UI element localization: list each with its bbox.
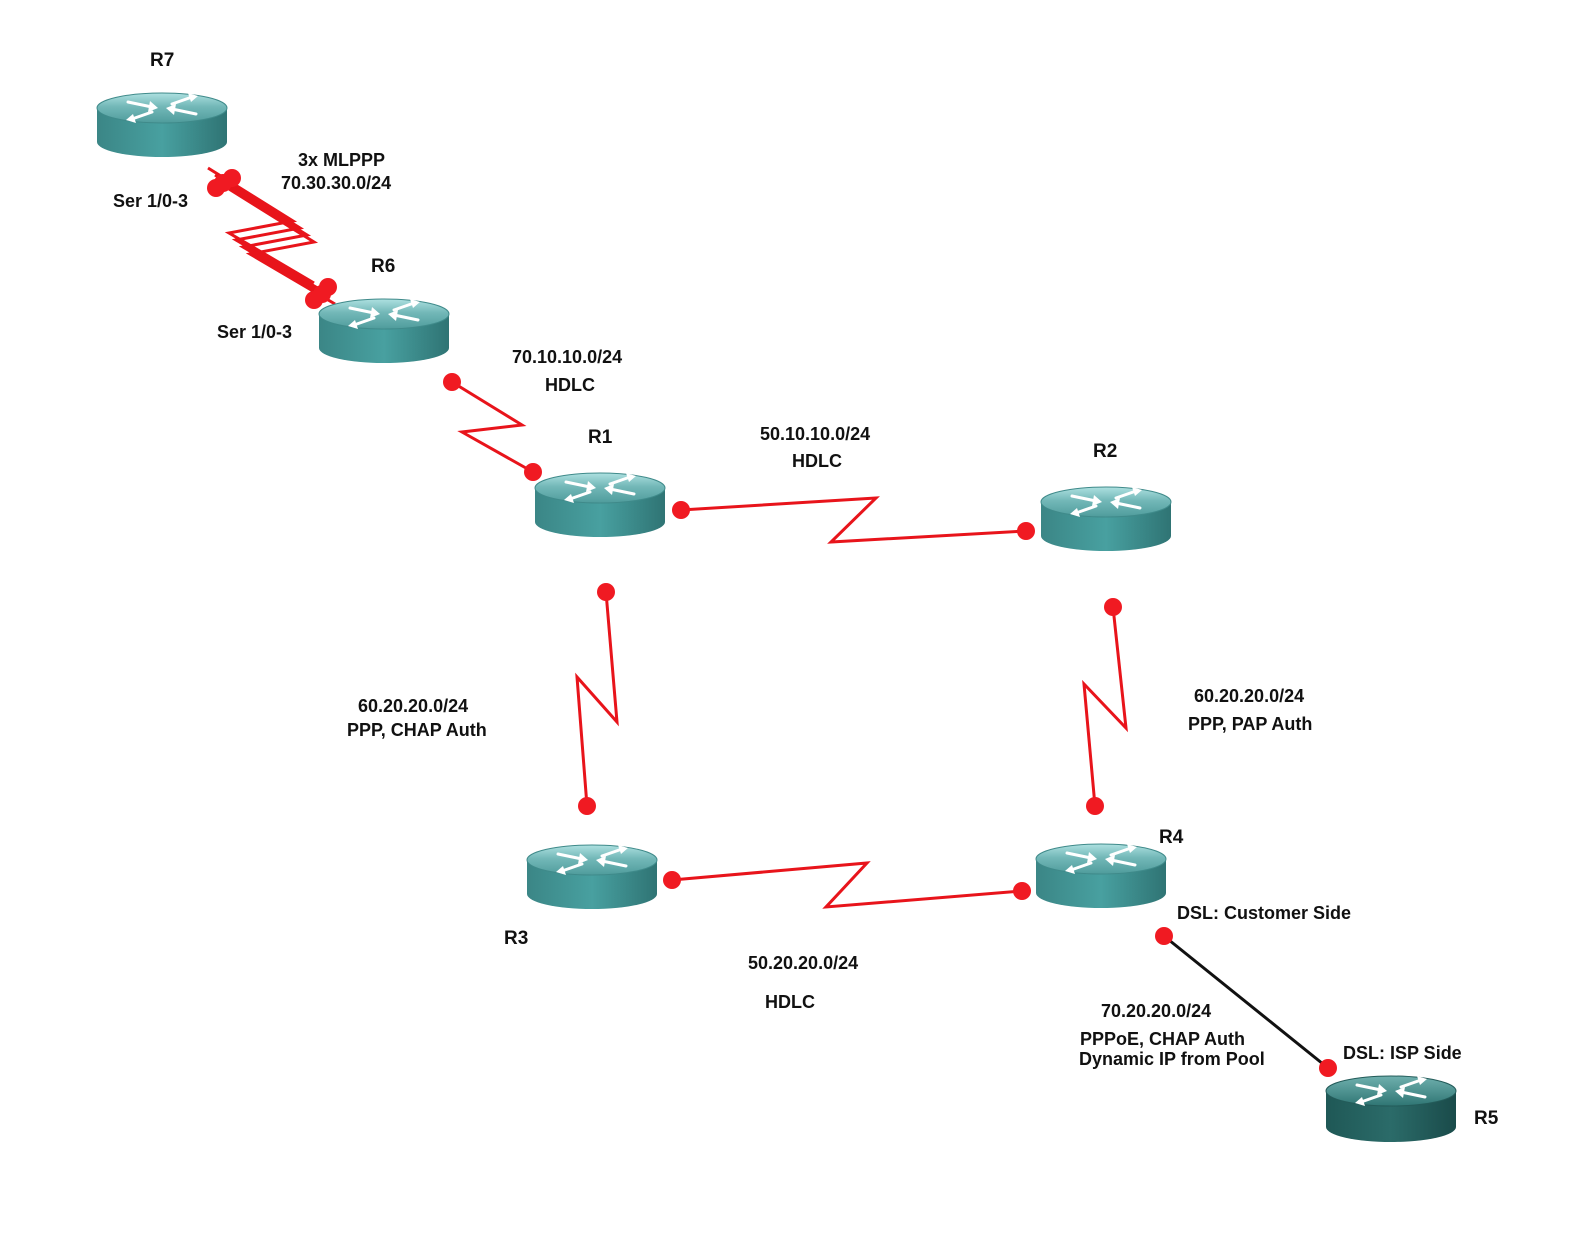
- router-icon: [1034, 842, 1168, 910]
- endpoints-layer: [207, 169, 1337, 1077]
- link-network-r2-r4: 60.20.20.0/24: [1194, 686, 1304, 706]
- interface-label-r6: Ser 1/0-3: [217, 322, 292, 342]
- endpoint-dot: [578, 797, 596, 815]
- router-r2[interactable]: [1039, 485, 1173, 553]
- link-r1-r2[interactable]: [680, 496, 1027, 544]
- endpoint-dot: [1104, 598, 1122, 616]
- routers-layer: [95, 91, 1458, 1144]
- router-label-r7: R7: [150, 50, 174, 71]
- router-label-r2: R2: [1093, 441, 1117, 462]
- link-protocol-r6-r1: HDLC: [545, 375, 595, 395]
- endpoint-dot: [223, 169, 241, 187]
- router-r5[interactable]: [1324, 1074, 1458, 1144]
- dsl-isp-side-label: DSL: ISP Side: [1343, 1043, 1462, 1063]
- link-network-r1-r2: 50.10.10.0/24: [760, 424, 870, 444]
- link-r3-r4[interactable]: [671, 861, 1023, 909]
- link-r4-r5[interactable]: [1163, 934, 1329, 1070]
- router-icon: [317, 297, 451, 365]
- endpoint-dot: [319, 278, 337, 296]
- link-r7-r6[interactable]: [207, 166, 336, 306]
- router-icon: [1324, 1074, 1458, 1144]
- router-label-r1: R1: [588, 427, 613, 448]
- endpoint-dot: [1086, 797, 1104, 815]
- router-icon: [533, 471, 667, 539]
- link-network-r3-r4: 50.20.20.0/24: [748, 953, 858, 973]
- router-label-r4: R4: [1159, 827, 1184, 848]
- link-protocol-r3-r4: HDLC: [765, 992, 815, 1012]
- endpoint-dot: [597, 583, 615, 601]
- link-network-r7-r6: 70.30.30.0/24: [281, 173, 391, 193]
- interface-label-r7: Ser 1/0-3: [113, 191, 188, 211]
- dsl-customer-side-label: DSL: Customer Side: [1177, 903, 1351, 923]
- link-r6-r1[interactable]: [451, 380, 534, 474]
- link-network-r4-r5: 70.20.20.0/24: [1101, 1001, 1211, 1021]
- router-label-r5: R5: [1474, 1108, 1499, 1129]
- router-r4[interactable]: [1034, 842, 1168, 910]
- router-label-r6: R6: [371, 256, 395, 277]
- router-icon: [1039, 485, 1173, 553]
- router-icon: [95, 91, 229, 159]
- endpoint-dot: [524, 463, 542, 481]
- link-r2-r4[interactable]: [1082, 606, 1128, 807]
- router-r7[interactable]: [95, 91, 229, 159]
- router-label-r3: R3: [504, 928, 528, 949]
- link-protocol-r2-r4: PPP, PAP Auth: [1188, 714, 1312, 734]
- link-network-r1-r3: 60.20.20.0/24: [358, 696, 468, 716]
- endpoint-dot: [1155, 927, 1173, 945]
- endpoint-dot: [1319, 1059, 1337, 1077]
- link-network-r6-r1: 70.10.10.0/24: [512, 347, 622, 367]
- link-labels: 3x MLPPP 70.30.30.0/24 Ser 1/0-3 Ser 1/0…: [113, 150, 1462, 1069]
- endpoint-dot: [672, 501, 690, 519]
- link-protocol-r4-r5: PPPoE, CHAP Auth: [1080, 1029, 1245, 1049]
- router-labels: R7 R6 R1 R2 R3 R4 R5: [150, 50, 1499, 1129]
- link-note-r4-r5: Dynamic IP from Pool: [1079, 1049, 1265, 1069]
- router-icon: [525, 843, 659, 911]
- link-protocol-r1-r3: PPP, CHAP Auth: [347, 720, 487, 740]
- link-r1-r3[interactable]: [575, 591, 619, 807]
- endpoint-dot: [443, 373, 461, 391]
- endpoint-dot: [1013, 882, 1031, 900]
- endpoint-dot: [663, 871, 681, 889]
- link-protocol-r1-r2: HDLC: [792, 451, 842, 471]
- link-protocol-r7-r6: 3x MLPPP: [298, 150, 385, 170]
- endpoint-dot: [207, 179, 225, 197]
- router-r3[interactable]: [525, 843, 659, 911]
- router-r1[interactable]: [533, 471, 667, 539]
- router-r6[interactable]: [317, 297, 451, 365]
- links-layer: [207, 166, 1329, 1070]
- endpoint-dot: [1017, 522, 1035, 540]
